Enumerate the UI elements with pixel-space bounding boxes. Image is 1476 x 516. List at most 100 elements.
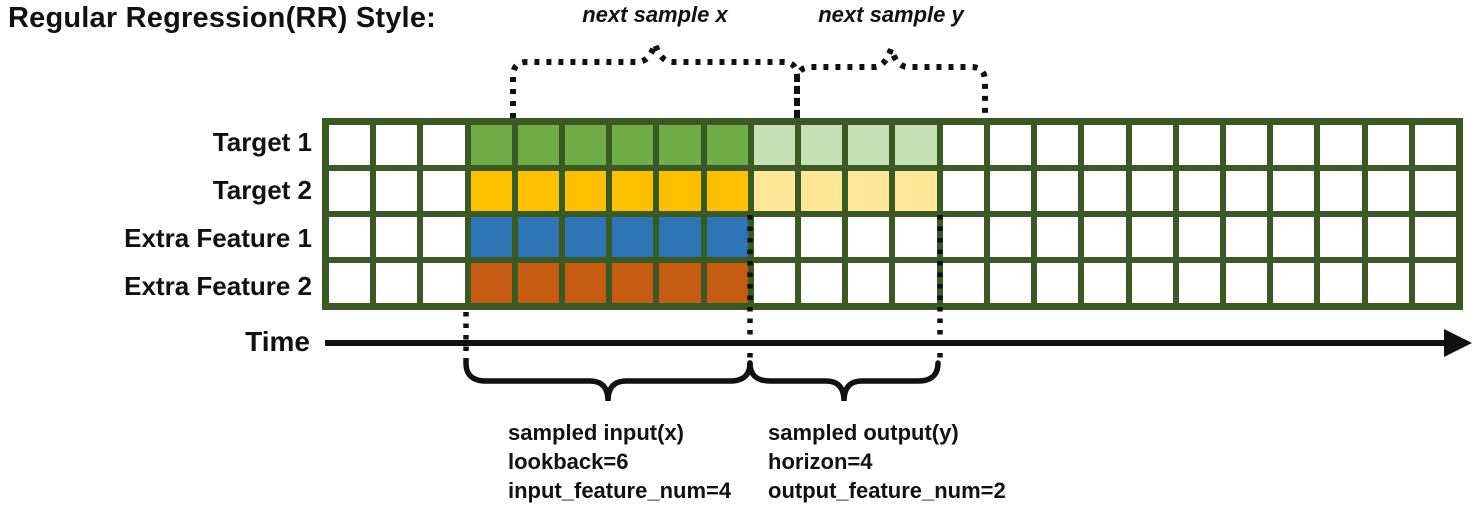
grid-cell [659, 171, 701, 211]
input-feature-num-line: input_feature_num=4 [508, 478, 732, 503]
grid-cell [1414, 263, 1456, 303]
grid-cell [895, 125, 937, 165]
row-label-target-1: Target 1 [212, 126, 312, 157]
grid-cell [1320, 263, 1362, 303]
grid-cell [1131, 125, 1173, 165]
next-sample-y-label: next sample y [818, 2, 964, 27]
time-axis-arrowhead [1444, 329, 1472, 357]
grid-cell [801, 217, 843, 257]
grid-cell [942, 263, 984, 303]
grid-cell [1037, 171, 1079, 211]
grid-cell [801, 125, 843, 165]
grid-cell [1178, 263, 1220, 303]
grid-cell [1131, 217, 1173, 257]
grid-cell [706, 263, 748, 303]
grid-cell [565, 171, 607, 211]
grid-cell [1320, 217, 1362, 257]
grid-cell [989, 125, 1032, 165]
grid-cell [659, 217, 701, 257]
grid-cell [1178, 125, 1220, 165]
grid-cell [706, 125, 748, 165]
grid-cell [612, 263, 654, 303]
grid-cell [942, 171, 984, 211]
sampled-input-line: sampled input(x) [508, 420, 685, 445]
grid-cell [753, 263, 796, 303]
sampled-output-note: sampled output(y) horizon=4 output_featu… [768, 418, 1006, 505]
grid-cell [1414, 125, 1456, 165]
grid-cell [848, 263, 890, 303]
grid-cell [1414, 171, 1456, 211]
grid-cell [1084, 125, 1126, 165]
time-axis-label: Time [245, 326, 310, 357]
grid-cell [1273, 217, 1315, 257]
grid-cell [376, 125, 418, 165]
grid-cell [753, 125, 796, 165]
grid-cell [423, 125, 465, 165]
grid-cell [376, 171, 418, 211]
grid-cell [1178, 217, 1220, 257]
grid-cell [1320, 171, 1362, 211]
grid-cell [753, 171, 796, 211]
grid-cell [1131, 263, 1173, 303]
grid-cell [612, 171, 654, 211]
grid-cell [1225, 217, 1268, 257]
grid-cell [1367, 171, 1409, 211]
sampled-input-brace [463, 360, 753, 402]
diagram-title: Regular Regression(RR) Style: [8, 2, 436, 34]
grid-cell [706, 217, 748, 257]
grid-cell [1367, 263, 1409, 303]
grid-cell [565, 217, 607, 257]
grid-cell [470, 171, 512, 211]
grid-cell [1320, 125, 1362, 165]
grid-cell [329, 263, 371, 303]
grid-cell [329, 171, 371, 211]
grid-cell [942, 217, 984, 257]
grid-cell [848, 171, 890, 211]
grid-cell [376, 263, 418, 303]
grid-cell [706, 171, 748, 211]
grid-cell [895, 263, 937, 303]
grid-cell [1414, 217, 1456, 257]
grid-cell [1131, 171, 1173, 211]
grid [322, 118, 1463, 310]
grid-cell [612, 125, 654, 165]
grid-cell [1273, 263, 1315, 303]
grid-cell [1367, 217, 1409, 257]
grid-cell [470, 125, 512, 165]
grid-cell [1084, 217, 1126, 257]
horizon-line: horizon=4 [768, 449, 873, 474]
grid-cell [895, 171, 937, 211]
grid-cell [1225, 263, 1268, 303]
grid-cell [659, 125, 701, 165]
row-label-extra-feature-1: Extra Feature 1 [124, 222, 312, 253]
grid-cell [1225, 125, 1268, 165]
output-feature-num-line: output_feature_num=2 [768, 478, 1006, 503]
sampled-output-brace [747, 360, 941, 402]
grid-cell [423, 217, 465, 257]
sampled-input-note: sampled input(x) lookback=6 input_featur… [508, 418, 731, 505]
next-sample-x-brace [510, 34, 800, 118]
grid-cell [1273, 125, 1315, 165]
grid-cell [423, 171, 465, 211]
grid-cell [753, 217, 796, 257]
grid-cell [423, 263, 465, 303]
grid-cell [517, 263, 560, 303]
lookback-line: lookback=6 [508, 449, 629, 474]
grid-cell [517, 171, 560, 211]
grid-cell [612, 217, 654, 257]
sampled-output-line: sampled output(y) [768, 420, 959, 445]
grid-cell [329, 217, 371, 257]
grid-cell [1037, 263, 1079, 303]
grid-cell [1178, 171, 1220, 211]
grid-cell [801, 263, 843, 303]
grid-cell [565, 125, 607, 165]
grid-cell [1084, 171, 1126, 211]
grid-cell [659, 263, 701, 303]
grid-cell [848, 125, 890, 165]
grid-cell [801, 171, 843, 211]
grid-cell [989, 217, 1032, 257]
grid-cell [989, 171, 1032, 211]
grid-cell [1084, 263, 1126, 303]
grid-cell [376, 217, 418, 257]
